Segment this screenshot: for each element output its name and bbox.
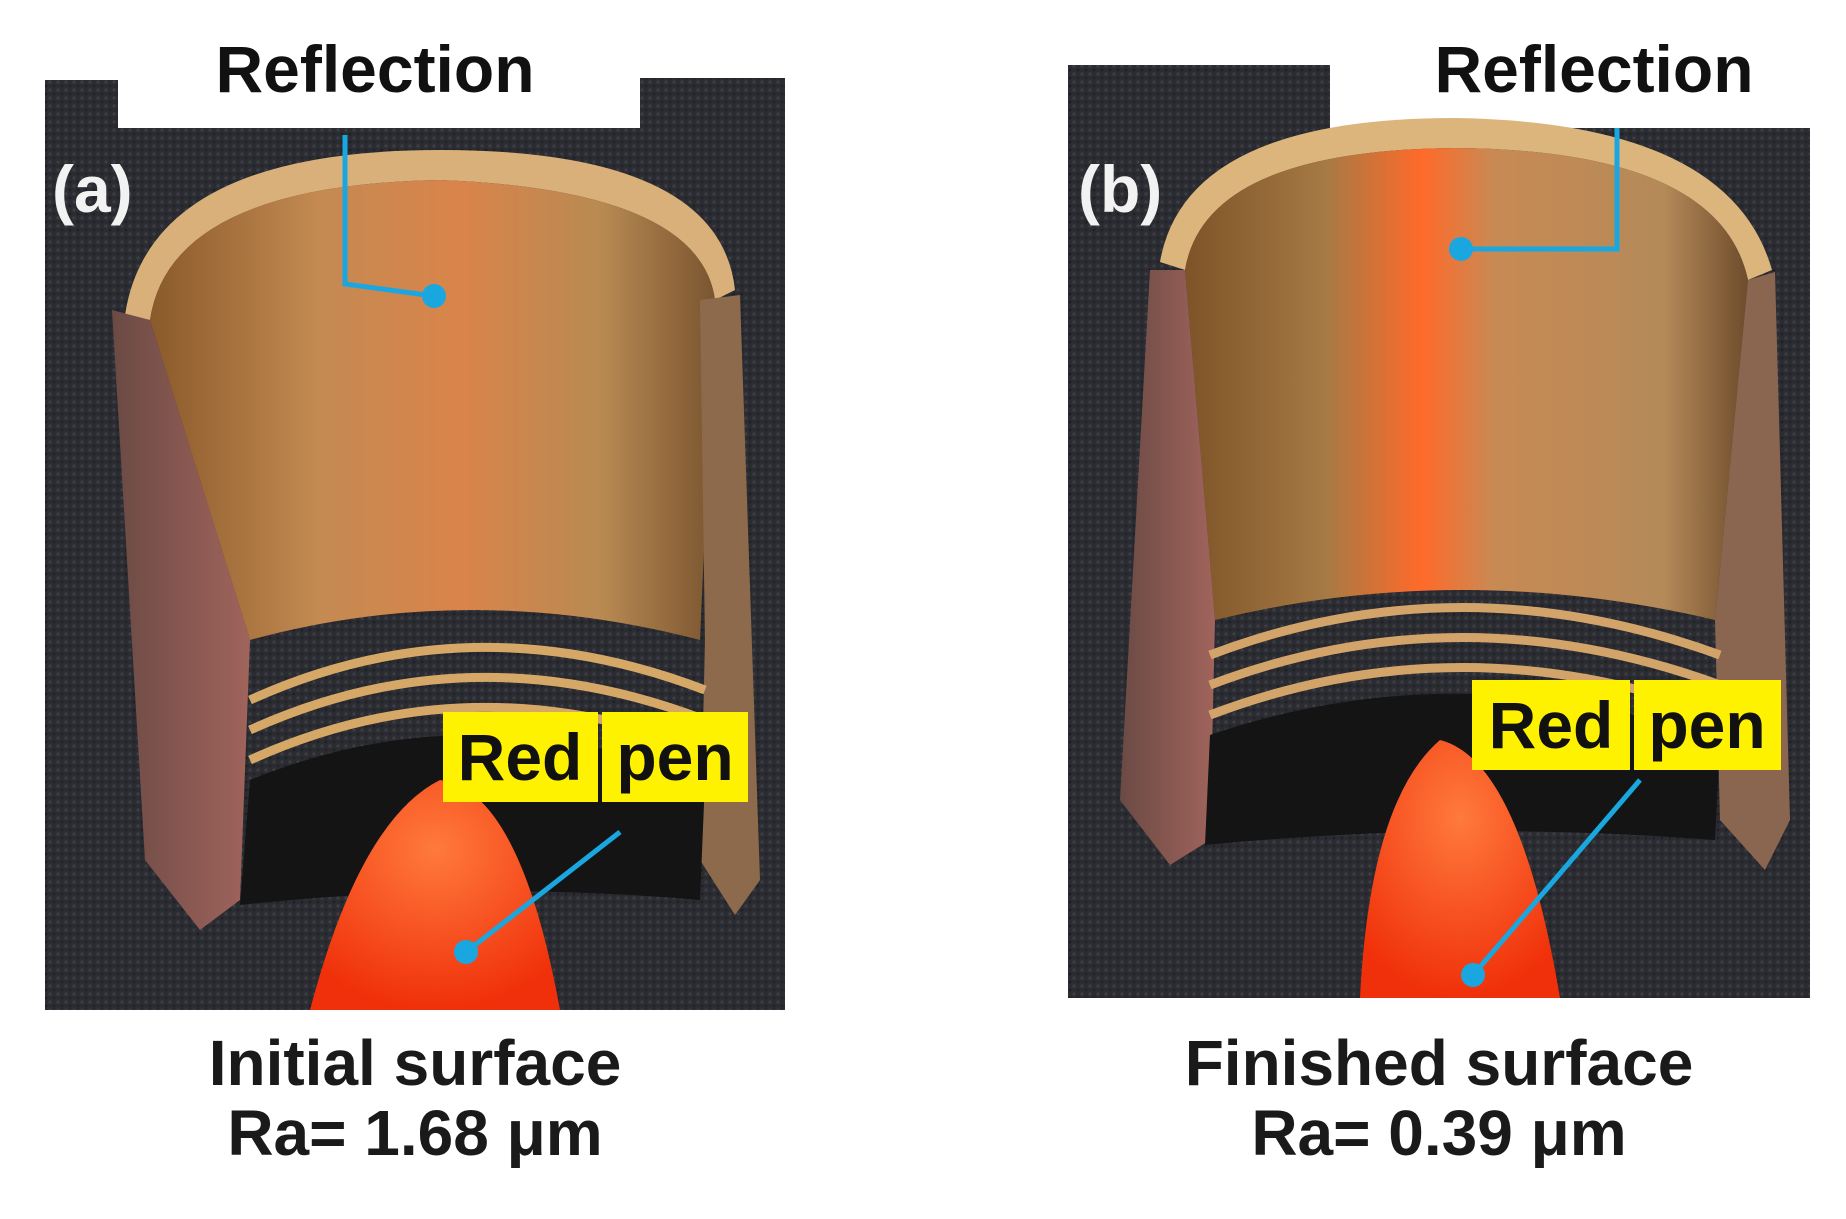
- panel-a-pen-label: Red pen: [443, 712, 748, 802]
- panel-a-left-wall: [112, 310, 250, 930]
- panel-a-red-pen: [310, 780, 560, 1010]
- panel-b-brass-cup: [1185, 148, 1748, 620]
- panel-b: Reflection (b) Red pen: [1068, 32, 1810, 998]
- panel-a-pen-leader: [454, 830, 622, 964]
- panel-a-brass-rim: [125, 150, 735, 320]
- panel-a-brass-cup: [150, 180, 715, 640]
- panel-b-pen-label-pen: pen: [1648, 688, 1765, 762]
- panel-b-letter: (b): [1078, 152, 1162, 226]
- panel-b-caption-title: Finished surface: [1184, 1027, 1694, 1099]
- panel-a-caption-roughness: Ra= 1.68 μm: [227, 1097, 603, 1170]
- panel-b-left-wall: [1120, 270, 1215, 865]
- panel-b-pen-leader: [1461, 778, 1642, 987]
- panel-a: Reflection (a) Red pen: [45, 32, 785, 1010]
- panel-b-pen-label-red: Red: [1489, 688, 1614, 762]
- panel-b-caption: Finished surface Ra= 0.39 μm: [1068, 1028, 1810, 1169]
- panel-a-letter: (a): [52, 152, 133, 226]
- panel-a-pen-label-red: Red: [458, 720, 583, 794]
- panel-b-reflection-label: Reflection: [1434, 32, 1753, 106]
- panel-b-caption-roughness: Ra= 0.39 μm: [1251, 1097, 1627, 1170]
- panel-a-pen-label-pen: pen: [616, 720, 733, 794]
- panel-a-reflection-leader: [342, 135, 446, 308]
- panel-a-caption-title: Initial surface: [208, 1027, 622, 1099]
- panel-a-reflection-label: Reflection: [215, 32, 534, 106]
- panel-b-reflection-leader: [1449, 128, 1620, 261]
- panel-b-pen-label: Red pen: [1472, 680, 1781, 770]
- panel-a-caption: Initial surface Ra= 1.68 μm: [45, 1028, 785, 1169]
